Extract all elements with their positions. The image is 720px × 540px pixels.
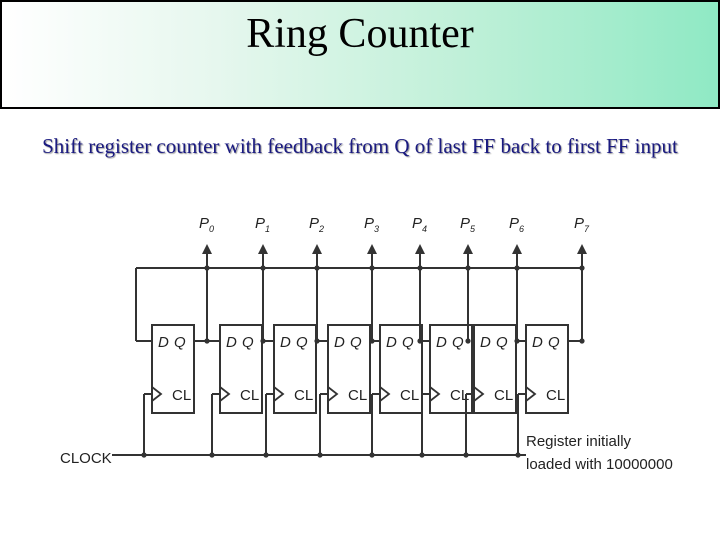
junction-dot bbox=[260, 338, 266, 344]
ff-clk-label: CL bbox=[348, 387, 367, 404]
junction-dot bbox=[369, 265, 375, 271]
junction-dot bbox=[314, 265, 320, 271]
clock-triangle bbox=[273, 386, 285, 402]
output-arrow bbox=[312, 244, 322, 254]
junction-dot bbox=[579, 338, 585, 344]
output-label: P5 bbox=[460, 215, 476, 234]
flip-flop-6 bbox=[473, 324, 517, 414]
flip-flop-2 bbox=[273, 324, 317, 414]
junction-dot bbox=[369, 338, 375, 344]
output-label: P6 bbox=[509, 215, 524, 234]
junction-dot bbox=[260, 265, 266, 271]
ff-d-label: D bbox=[334, 334, 345, 351]
junction-dot bbox=[417, 265, 423, 271]
flip-flop-4 bbox=[379, 324, 423, 414]
ff-clk-label: CL bbox=[240, 387, 259, 404]
ff-q-label: Q bbox=[296, 334, 308, 351]
clock-triangle bbox=[379, 386, 391, 402]
ff-d-label: D bbox=[226, 334, 237, 351]
output-arrow bbox=[202, 244, 212, 254]
ff-q-label: Q bbox=[548, 334, 560, 351]
ff-d-label: D bbox=[532, 334, 543, 351]
output-label: P0 bbox=[199, 215, 214, 234]
junction-dot bbox=[465, 338, 471, 344]
ff-clk-label: CL bbox=[172, 387, 191, 404]
junction-dot bbox=[263, 452, 269, 458]
ff-clk-label: CL bbox=[294, 387, 313, 404]
output-label: P1 bbox=[255, 215, 270, 234]
clock-label: CLOCK bbox=[60, 450, 112, 467]
junction-dot bbox=[417, 338, 423, 344]
note-line-1: Register initially bbox=[526, 433, 632, 450]
junction-dot bbox=[514, 338, 520, 344]
output-arrow bbox=[415, 244, 425, 254]
output-arrow bbox=[258, 244, 268, 254]
ff-d-label: D bbox=[386, 334, 397, 351]
ff-q-label: Q bbox=[452, 334, 464, 351]
clock-triangle bbox=[525, 386, 537, 402]
flip-flop-5 bbox=[429, 324, 473, 414]
subtitle: Shift register counter with feedback fro… bbox=[42, 134, 678, 158]
ff-clk-label: CL bbox=[450, 387, 469, 404]
junction-dot bbox=[579, 265, 585, 271]
ff-d-label: D bbox=[480, 334, 491, 351]
junction-dot bbox=[141, 452, 147, 458]
output-arrow bbox=[577, 244, 587, 254]
junction-dot bbox=[209, 452, 215, 458]
note-line-2: loaded with 10000000 bbox=[526, 456, 673, 473]
junction-dot bbox=[317, 452, 323, 458]
ff-q-label: Q bbox=[350, 334, 362, 351]
junction-dot bbox=[369, 452, 375, 458]
output-label: P3 bbox=[364, 215, 379, 234]
ff-q-label: Q bbox=[402, 334, 414, 351]
clock-triangle bbox=[429, 386, 441, 402]
ff-d-label: D bbox=[280, 334, 291, 351]
output-arrow bbox=[463, 244, 473, 254]
junction-dot bbox=[419, 452, 425, 458]
ff-q-label: Q bbox=[496, 334, 508, 351]
output-label: P7 bbox=[574, 215, 590, 234]
junction-dot bbox=[204, 338, 210, 344]
output-arrow bbox=[512, 244, 522, 254]
junction-dot bbox=[314, 338, 320, 344]
output-label: P2 bbox=[309, 215, 324, 234]
ff-d-label: D bbox=[158, 334, 169, 351]
flip-flop-0 bbox=[151, 324, 195, 414]
ff-clk-label: CL bbox=[546, 387, 565, 404]
ff-clk-label: CL bbox=[400, 387, 419, 404]
flip-flop-7 bbox=[525, 324, 569, 414]
ff-clk-label: CL bbox=[494, 387, 513, 404]
output-label: P4 bbox=[412, 215, 427, 234]
junction-dot bbox=[465, 265, 471, 271]
junction-dot bbox=[463, 452, 469, 458]
flip-flop-3 bbox=[327, 324, 371, 414]
clock-triangle bbox=[473, 386, 485, 402]
junction-dot bbox=[204, 265, 210, 271]
title-bar: Ring Counter bbox=[0, 0, 720, 109]
flip-flop-1 bbox=[219, 324, 263, 414]
ff-q-label: Q bbox=[174, 334, 186, 351]
junction-dot bbox=[515, 452, 521, 458]
junction-dot bbox=[514, 265, 520, 271]
output-arrow bbox=[367, 244, 377, 254]
ff-q-label: Q bbox=[242, 334, 254, 351]
page-title: Ring Counter bbox=[246, 11, 474, 57]
ff-d-label: D bbox=[436, 334, 447, 351]
clock-triangle bbox=[219, 386, 231, 402]
clock-triangle bbox=[151, 386, 163, 402]
clock-triangle bbox=[327, 386, 339, 402]
